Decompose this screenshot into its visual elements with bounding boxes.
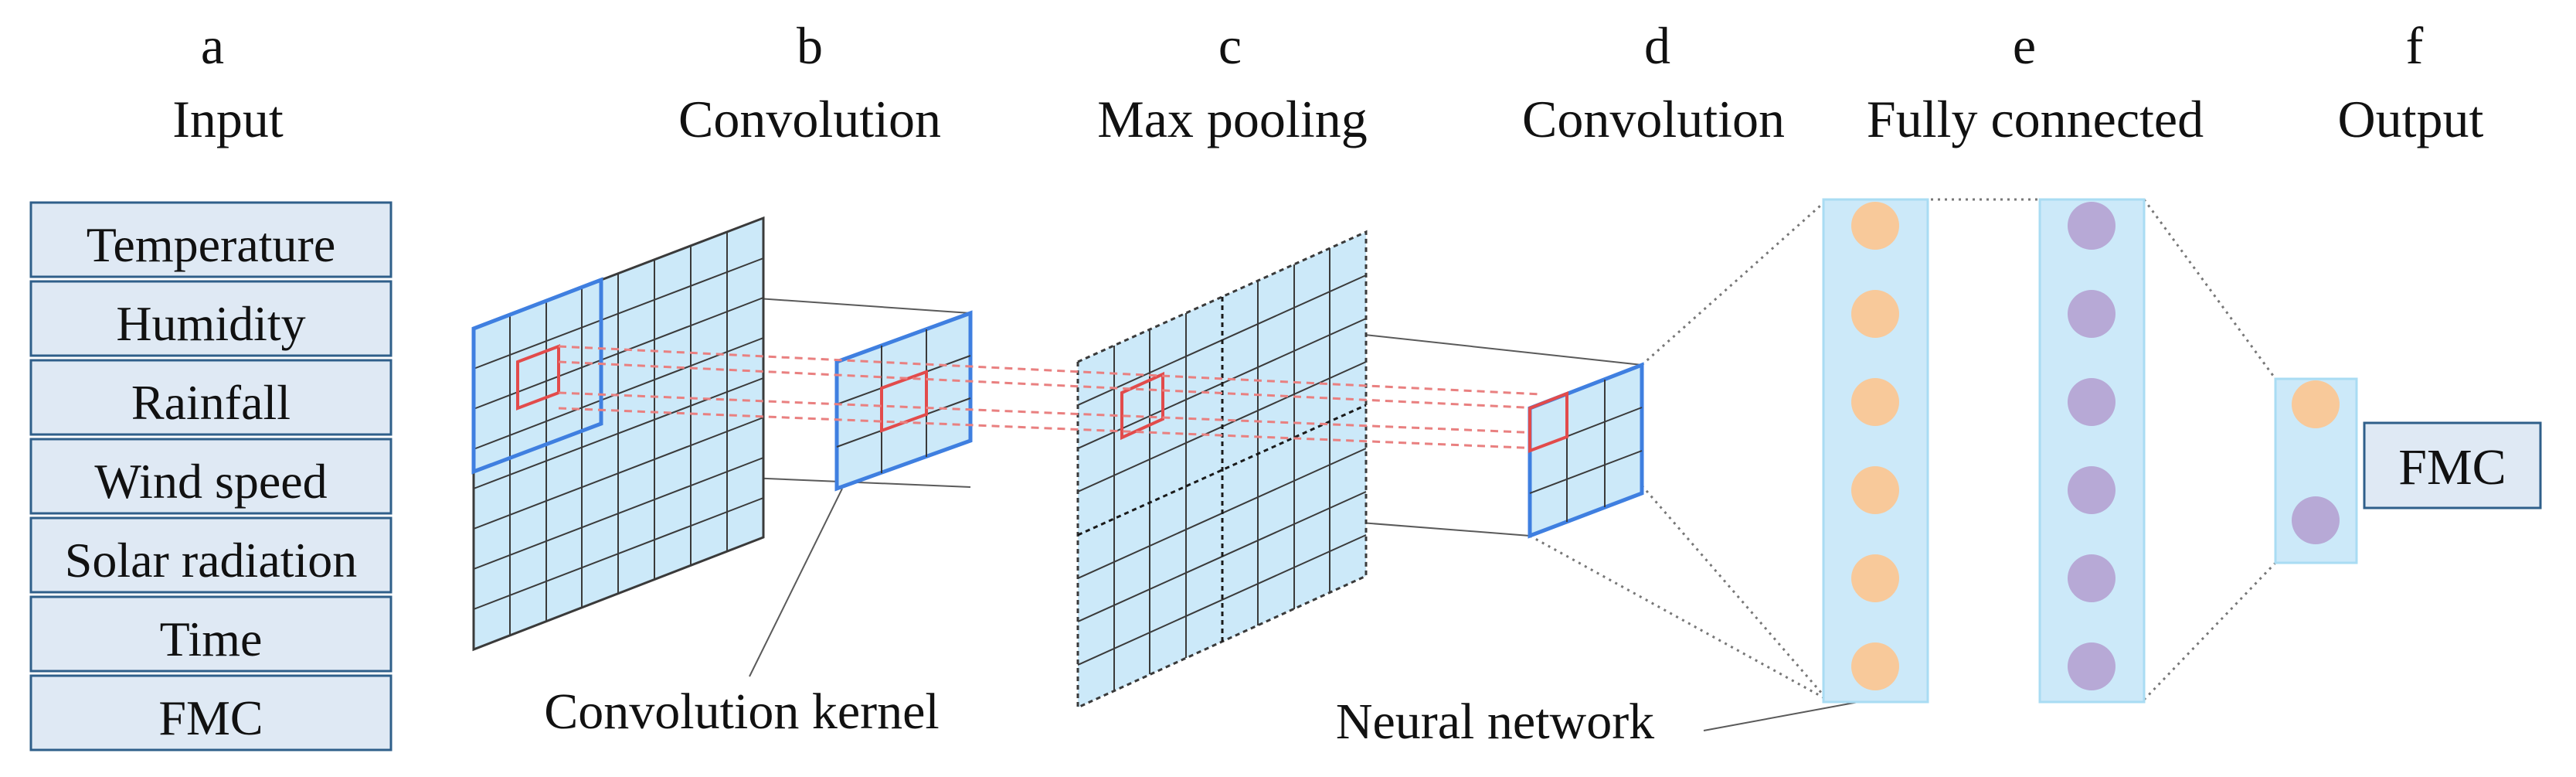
second-convolution-map: [1528, 362, 1644, 539]
slide-line: [558, 407, 1542, 450]
stage-e-title: Fully connected: [1867, 90, 2204, 148]
input-box-rainfall: [29, 359, 393, 436]
max-pooling-map: [1076, 230, 1368, 710]
fc-node-purple: [2068, 466, 2116, 514]
output-node-orange: [2292, 380, 2340, 428]
convolution-kernel-annotation: Convolution kernel: [544, 683, 939, 740]
fc-node-purple: [2068, 554, 2116, 602]
network-pointer-line: [1703, 701, 1859, 731]
connector-line: [2143, 561, 2277, 701]
fc-connector-lines: [1529, 198, 2277, 701]
stage-d-letter: d: [1644, 16, 1670, 75]
fc-node-purple: [2068, 290, 2116, 338]
output-fmc-label: FMC: [2398, 439, 2506, 496]
stage-headings: a Input b Convolution c Max pooling d Co…: [172, 16, 2483, 148]
input-label-fmc: FMC: [158, 690, 263, 745]
input-list: Temperature Humidity Rainfall Wind speed…: [29, 201, 393, 751]
output-node-purple: [2292, 496, 2340, 544]
kernel-highlight-cell: [880, 370, 928, 433]
input-label-rainfall: Rainfall: [131, 375, 291, 430]
conv2-highlight-cell: [1528, 391, 1568, 453]
convolution-kernel: [834, 310, 973, 492]
input-box-solar-radiation: [29, 516, 393, 594]
stage-b-title: Convolution: [678, 90, 941, 148]
connector-line: [2143, 199, 2277, 380]
input-box-wind-speed: [29, 438, 393, 515]
connector-line: [1641, 198, 1828, 366]
fully-connected-layers: [1822, 198, 2146, 704]
fc-node-orange: [1851, 642, 1899, 690]
slide-line: [558, 391, 1542, 435]
fc-layer-1: [1822, 198, 1929, 704]
conv2-plane: [1528, 362, 1644, 539]
input-box-fmc: [29, 674, 393, 751]
fc-node-purple: [2068, 378, 2116, 426]
output-layer: FMC: [2274, 377, 2542, 564]
fc-node-purple: [2068, 202, 2116, 250]
input-label-solar-radiation: Solar radiation: [65, 533, 358, 588]
kernel-pointer-line: [749, 488, 843, 677]
stage-b-letter: b: [797, 16, 823, 75]
connector-line: [1529, 534, 1828, 701]
stage-f-title: Output: [2338, 90, 2484, 148]
pooling-region-divider: [1077, 297, 1367, 642]
stage-c-title: Max pooling: [1097, 90, 1367, 148]
input-label-time: Time: [160, 612, 263, 666]
input-box-humidity: [29, 280, 393, 357]
input-box-temperature: [29, 201, 393, 278]
stage-c-letter: c: [1218, 16, 1242, 75]
pooling-highlight-cell: [1120, 371, 1164, 441]
output-fmc-box: [2363, 421, 2542, 509]
receptive-field-outline: [471, 277, 603, 475]
input-label-humidity: Humidity: [116, 296, 305, 351]
fc-node-orange: [1851, 378, 1899, 426]
fc-layer-2: [2038, 198, 2146, 704]
stage-a-letter: a: [201, 16, 224, 75]
stage-a-title: Input: [172, 90, 284, 148]
fc-node-orange: [1851, 202, 1899, 250]
feature-map-grid: [473, 232, 764, 636]
fc-node-orange: [1851, 290, 1899, 338]
input-feature-map: [471, 216, 765, 652]
input-label-wind-speed: Wind speed: [94, 454, 327, 509]
connector-line: [1640, 485, 1829, 700]
slide-line: [558, 360, 1542, 410]
input-label-temperature: Temperature: [87, 217, 335, 272]
fc-node-purple: [2068, 642, 2116, 690]
sliding-window-lines: [558, 345, 1542, 450]
input-box-time: [29, 595, 393, 673]
stage-f-letter: f: [2406, 16, 2424, 75]
neural-network-annotation: Neural network: [1336, 694, 1654, 750]
fc-node-orange: [1851, 466, 1899, 514]
stage-d-title: Convolution: [1522, 90, 1785, 148]
slide-line: [558, 345, 1542, 396]
fc-node-orange: [1851, 554, 1899, 602]
stage-e-letter: e: [2013, 16, 2036, 75]
kernel-plane: [834, 310, 973, 492]
